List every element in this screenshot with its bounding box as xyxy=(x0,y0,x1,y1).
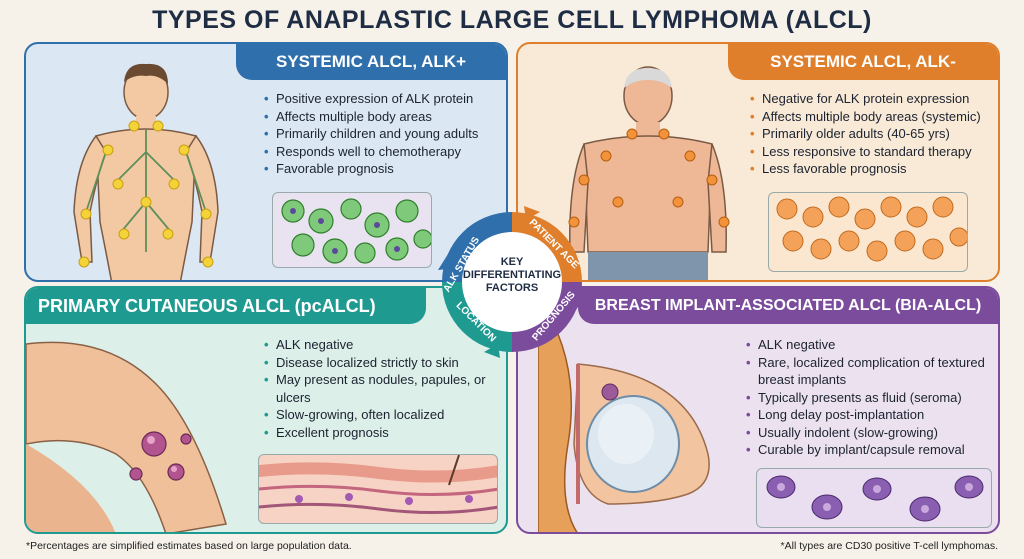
feature-item: ALK negative xyxy=(746,336,996,354)
quadrant-header: PRIMARY CUTANEOUS ALCL (pcALCL) xyxy=(26,288,426,324)
feature-item: Responds well to chemotherapy xyxy=(264,143,504,161)
feature-list: Positive expression of ALK protein Affec… xyxy=(264,90,504,178)
skin-layers-diagram xyxy=(258,454,498,524)
feature-item: Usually indolent (slow-growing) xyxy=(746,424,996,442)
breast-implant-illustration xyxy=(538,333,710,532)
feature-list: ALK negative Rare, localized complicatio… xyxy=(746,336,996,459)
quadrant-header: BREAST IMPLANT-ASSOCIATED ALCL (BIA-ALCL… xyxy=(578,288,998,324)
feature-item: Typically presents as fluid (seroma) xyxy=(746,389,996,407)
feature-item: Primarily older adults (40-65 yrs) xyxy=(750,125,998,143)
footnote-right: *All types are CD30 positive T-cell lymp… xyxy=(780,540,998,552)
feature-item: Positive expression of ALK protein xyxy=(264,90,504,108)
quadrant-systemic-alk-positive: SYSTEMIC ALCL, ALK+ Positive expression … xyxy=(24,42,508,282)
green-cells-micrograph xyxy=(272,192,432,268)
older-adult-body-illustration xyxy=(568,66,730,280)
feature-item: Disease localized strictly to skin xyxy=(264,354,504,372)
page-title: TYPES OF ANAPLASTIC LARGE CELL LYMPHOMA … xyxy=(152,6,872,34)
footnote-left: *Percentages are simplified estimates ba… xyxy=(26,540,352,552)
feature-item: Less responsive to standard therapy xyxy=(750,143,998,161)
feature-item: Rare, localized complication of textured… xyxy=(746,354,996,389)
purple-cells-micrograph xyxy=(756,468,992,528)
skin-lesion-arm-illustration xyxy=(26,341,227,532)
feature-list: ALK negative Disease localized strictly … xyxy=(264,336,504,441)
feature-item: Long delay post-implantation xyxy=(746,406,996,424)
feature-item: Curable by implant/capsule removal xyxy=(746,441,996,459)
feature-item: Favorable prognosis xyxy=(264,160,504,178)
key-factors-ring: ALK STATUS PATIENT AGE LOCATION PROGNOSI… xyxy=(438,206,586,358)
feature-item: Primarily children and young adults xyxy=(264,125,504,143)
quadrant-systemic-alk-negative: SYSTEMIC ALCL, ALK- Negative for ALK pro… xyxy=(516,42,1000,282)
orange-cells-micrograph xyxy=(768,192,968,272)
feature-item: ALK negative xyxy=(264,336,504,354)
key-factors-title: KEY DIFFERENTIATING FACTORS xyxy=(462,256,562,294)
feature-item: Excellent prognosis xyxy=(264,424,504,442)
quadrant-header: SYSTEMIC ALCL, ALK- xyxy=(728,44,998,80)
feature-list: Negative for ALK protein expression Affe… xyxy=(750,90,998,178)
feature-item: May present as nodules, papules, or ulce… xyxy=(264,371,504,406)
feature-item: Less favorable prognosis xyxy=(750,160,998,178)
feature-item: Affects multiple body areas (systemic) xyxy=(750,108,998,126)
feature-item: Affects multiple body areas xyxy=(264,108,504,126)
feature-item: Negative for ALK protein expression xyxy=(750,90,998,108)
quadrant-primary-cutaneous: PRIMARY CUTANEOUS ALCL (pcALCL) ALK nega… xyxy=(24,286,508,534)
feature-item: Slow-growing, often localized xyxy=(264,406,504,424)
quadrant-breast-implant: BREAST IMPLANT-ASSOCIATED ALCL (BIA-ALCL… xyxy=(516,286,1000,534)
young-body-lymph-nodes-illustration xyxy=(73,63,219,280)
quadrant-header: SYSTEMIC ALCL, ALK+ xyxy=(236,44,506,80)
